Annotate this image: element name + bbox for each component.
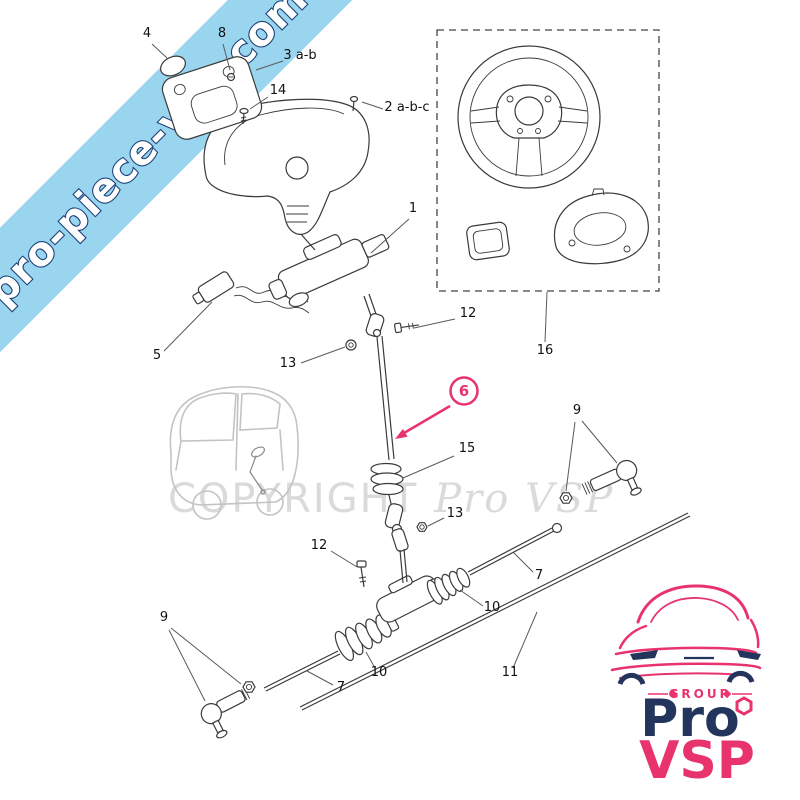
part-label-12-upper: 12: [460, 306, 477, 321]
part-label-8: 8: [218, 26, 226, 41]
logo-hexagon-icon: [735, 696, 753, 716]
tie-rod-right: [467, 522, 563, 576]
logo-brand-pro: Pro: [640, 689, 739, 749]
part-label-14: 14: [270, 83, 287, 98]
part-labels: 4 8 3 a-b 14 2 a-b-c 1 5 12 13 15 16 9 1…: [143, 26, 581, 695]
nut-upper: [345, 339, 357, 351]
horn-cover-drawing: [554, 188, 649, 265]
part-label-6: 6: [459, 382, 469, 400]
part-label-13-lower: 13: [447, 506, 464, 521]
part-label-15: 15: [459, 441, 476, 456]
logo-headlight-left: [630, 650, 658, 660]
column-link-line: [299, 232, 316, 251]
logo-group-banner: GROUP: [648, 687, 752, 701]
logo-headlight-right: [737, 650, 761, 660]
part-label-4: 4: [143, 26, 151, 41]
universal-joint-upper: [363, 293, 385, 338]
inset-detail-box: [436, 29, 660, 292]
logo-group-label: GROUP: [669, 687, 732, 701]
part-label-5: 5: [153, 348, 161, 363]
tie-rod-end-left: [200, 687, 251, 739]
rack-bar: [299, 512, 691, 711]
dashed-border: [436, 29, 660, 292]
logo-wheel-left: [617, 673, 646, 685]
universal-joint-lower: [384, 494, 409, 584]
highlight-arrow-head: [395, 428, 408, 439]
tie-rod-end-right: [581, 459, 642, 496]
tie-rod-left: [263, 650, 341, 692]
part-label-3: 3 a-b: [283, 48, 316, 63]
logo-diamond-left: [668, 689, 678, 699]
steering-shaft: [376, 335, 395, 461]
highlight-annotation: 6: [395, 376, 479, 439]
logo-car-sketch: [610, 584, 762, 685]
car-steering-detail: [249, 446, 266, 495]
screw-8: [226, 72, 236, 82]
part-label-9-left: 9: [160, 610, 168, 625]
shaft-bushing: [370, 462, 404, 496]
bolt-lower: [356, 560, 367, 588]
diagonal-watermark-banner: pro-piece-vsp.com: [0, 0, 400, 406]
lock-nut-right: [559, 492, 573, 504]
bellows-right: [426, 567, 471, 605]
switch-pad-drawing: [466, 221, 510, 261]
part-label-16: 16: [537, 343, 554, 358]
part-label-7-right: 7: [535, 568, 543, 583]
steering-wheel-drawing: [457, 45, 601, 189]
cover-screw: [349, 95, 359, 112]
highlight-arrow-line: [403, 404, 451, 435]
part-label-7-left: 7: [337, 680, 345, 695]
o-ring: [160, 55, 186, 77]
nut-lower: [416, 522, 428, 532]
logo-wheel-right: [726, 671, 755, 683]
provsp-logo: GROUP Pro VSP: [610, 584, 762, 791]
steering-wheel-cover: [203, 95, 370, 235]
part-label-10-right: 10: [484, 600, 501, 615]
leader-lines: [151, 43, 618, 702]
part-label-9-right: 9: [573, 403, 581, 418]
part-label-11: 11: [502, 665, 519, 680]
steering-column: [268, 234, 390, 308]
banner-band: [0, 0, 400, 406]
part-label-2: 2 a-b-c: [384, 100, 429, 115]
highlight-circle: [449, 376, 479, 406]
trim-plate: [161, 56, 263, 140]
car-illustration: [169, 385, 299, 520]
logo-brand-vsp: VSP: [639, 731, 755, 791]
part-label-12-lower: 12: [311, 538, 328, 553]
bolt-upper: [394, 322, 419, 334]
part-label-10-left: 10: [371, 665, 388, 680]
lock-nut-left: [242, 681, 256, 693]
logo-diamond-right: [722, 689, 732, 699]
part-label-13-upper: 13: [280, 356, 297, 371]
screw-14: [239, 107, 249, 125]
part-label-1: 1: [409, 201, 417, 216]
